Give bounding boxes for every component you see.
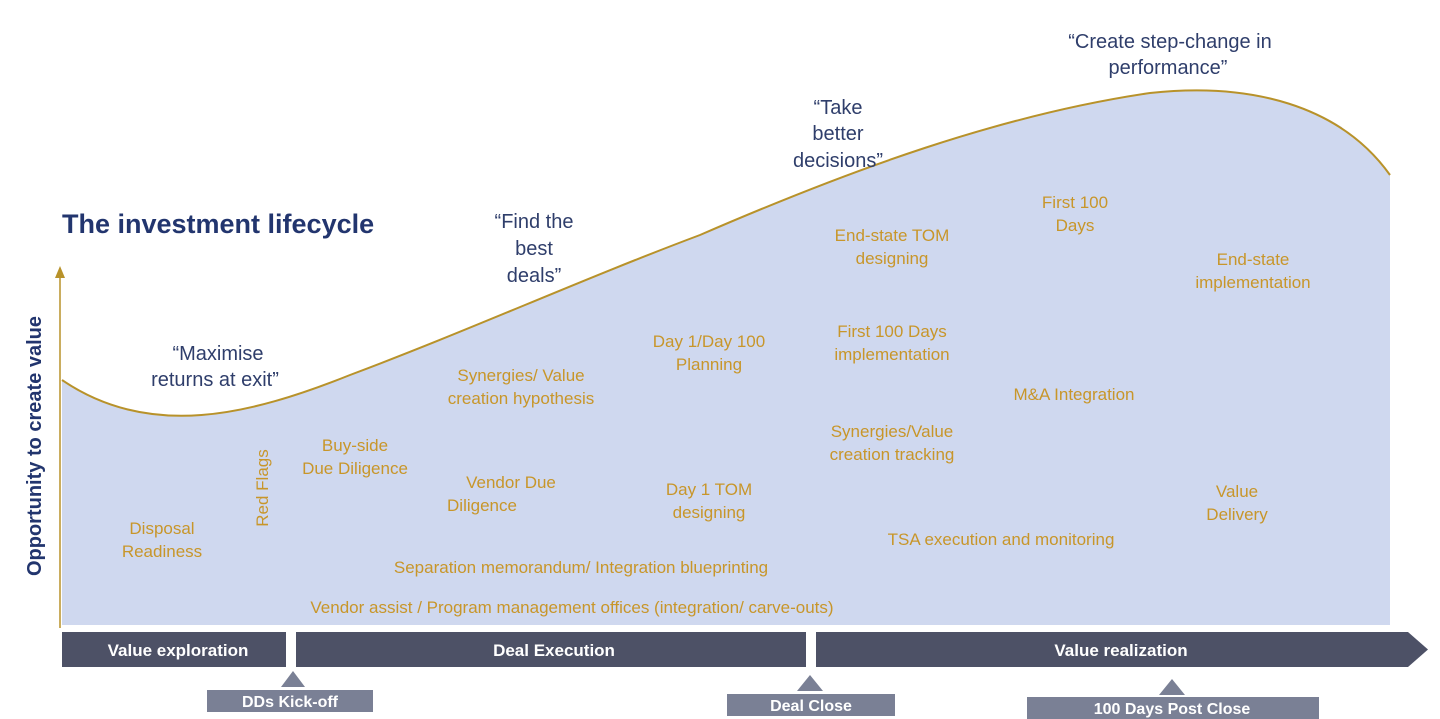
box-label: Days	[1056, 216, 1095, 235]
box-label: implementation	[834, 345, 949, 364]
milestone-marker	[281, 671, 305, 687]
box-label: End-state	[1217, 250, 1290, 269]
box-label: Readiness	[122, 542, 202, 561]
box-label: Day 1/Day 100	[653, 332, 765, 351]
box-label: Vendor Due	[466, 473, 556, 492]
milestone-box	[1027, 697, 1319, 719]
quote-line: “Take	[814, 97, 863, 119]
box-label: creation tracking	[830, 445, 955, 464]
box-label: Separation memorandum/ Integration bluep…	[394, 558, 768, 577]
box-label: TSA execution and monitoring	[888, 530, 1115, 549]
box-label: Due Diligence	[302, 459, 408, 478]
quote-better-decisions: “Take better decisions”	[793, 97, 883, 172]
box-day1-day100-planning	[620, 288, 798, 415]
box-synergies-hypothesis	[428, 330, 614, 418]
box-ma-integration	[988, 296, 1160, 490]
milestone-label: 100 Days Post Close	[1094, 701, 1251, 718]
phase-bar: Value exploration Deal Execution Value r…	[62, 632, 1428, 667]
box-label: Delivery	[1206, 505, 1268, 524]
box-label: implementation	[1195, 273, 1310, 292]
box-label: Synergies/ Value	[457, 366, 584, 385]
milestone-box	[207, 690, 373, 712]
box-end-state-impl	[1166, 95, 1342, 410]
quote-maximise: “Maximise returns at exit”	[151, 343, 279, 391]
box-label: Vendor assist / Program management offic…	[310, 598, 833, 617]
milestone-box	[727, 694, 895, 716]
box-label: Day 1 TOM	[666, 480, 752, 499]
box-end-state-tom	[803, 160, 983, 291]
box-disposal-readiness	[62, 395, 236, 581]
quote-line: “Find the	[495, 211, 574, 233]
box-label: creation hypothesis	[448, 389, 594, 408]
box-first-100-days	[988, 120, 1160, 291]
box-labels: Disposal Readiness Red Flags Buy-side Du…	[122, 193, 1311, 617]
box-label: M&A Integration	[1014, 385, 1135, 404]
diagram-title: The investment lifecycle	[62, 209, 374, 239]
box-red-flags	[240, 420, 282, 549]
left-margin-mask	[0, 380, 60, 630]
box-right-bottom	[988, 585, 1390, 625]
quote-line: better	[812, 123, 863, 145]
box-vendor-assist	[62, 586, 982, 625]
quote-line: best	[515, 238, 553, 260]
box-label: First 100 Days	[837, 322, 947, 341]
box-label: First 100	[1042, 193, 1108, 212]
box-day1-tom	[620, 420, 798, 549]
box-label: Synergies/Value	[831, 422, 954, 441]
milestone-deal-close: Deal Close	[727, 675, 895, 716]
box-label: Value	[1216, 482, 1258, 501]
milestone-100-days: 100 Days Post Close	[1027, 679, 1319, 719]
activity-boxes	[62, 95, 1390, 625]
phase-value-exploration	[62, 632, 286, 667]
box-label: designing	[856, 249, 929, 268]
box-label: Planning	[676, 355, 742, 374]
phase-label: Value exploration	[108, 641, 249, 660]
box-label: Buy-side	[322, 436, 388, 455]
box-synergies-tracking	[803, 392, 983, 490]
phase-label: Deal Execution	[493, 641, 615, 660]
quote-line: “Create step-change in	[1068, 31, 1271, 53]
box-separation-memo	[240, 553, 923, 582]
quote-line: decisions”	[793, 150, 883, 172]
quote-line: deals”	[507, 265, 561, 287]
milestone-marker	[797, 675, 823, 691]
value-curve	[61, 89, 1391, 417]
box-label: Disposal	[129, 519, 194, 538]
milestone-marker	[1159, 679, 1185, 695]
phase-label: Value realization	[1054, 641, 1187, 660]
milestone-label: Deal Close	[770, 698, 852, 715]
box-label: Diligence	[447, 496, 517, 515]
quote-step-change: “Create step-change in performance”	[1068, 31, 1271, 79]
quote-find-deals: “Find the best deals”	[495, 211, 574, 287]
quote-line: returns at exit”	[151, 369, 279, 391]
phase-value-realization	[816, 632, 1428, 667]
box-vendor-dd	[286, 422, 614, 549]
box-label: designing	[673, 503, 746, 522]
milestone-dds-kickoff: DDs Kick-off	[207, 671, 373, 712]
phase-deal-execution	[296, 632, 806, 667]
box-first-100-days-impl	[803, 296, 983, 387]
box-label: End-state TOM	[835, 226, 950, 245]
y-axis-label: Opportunity to create value	[24, 316, 46, 576]
milestone-label: DDs Kick-off	[242, 694, 339, 711]
quote-line: “Maximise	[172, 343, 263, 365]
y-axis-arrowhead	[55, 266, 65, 278]
quote-line: performance”	[1109, 57, 1228, 79]
box-label: Red Flags	[253, 449, 272, 526]
